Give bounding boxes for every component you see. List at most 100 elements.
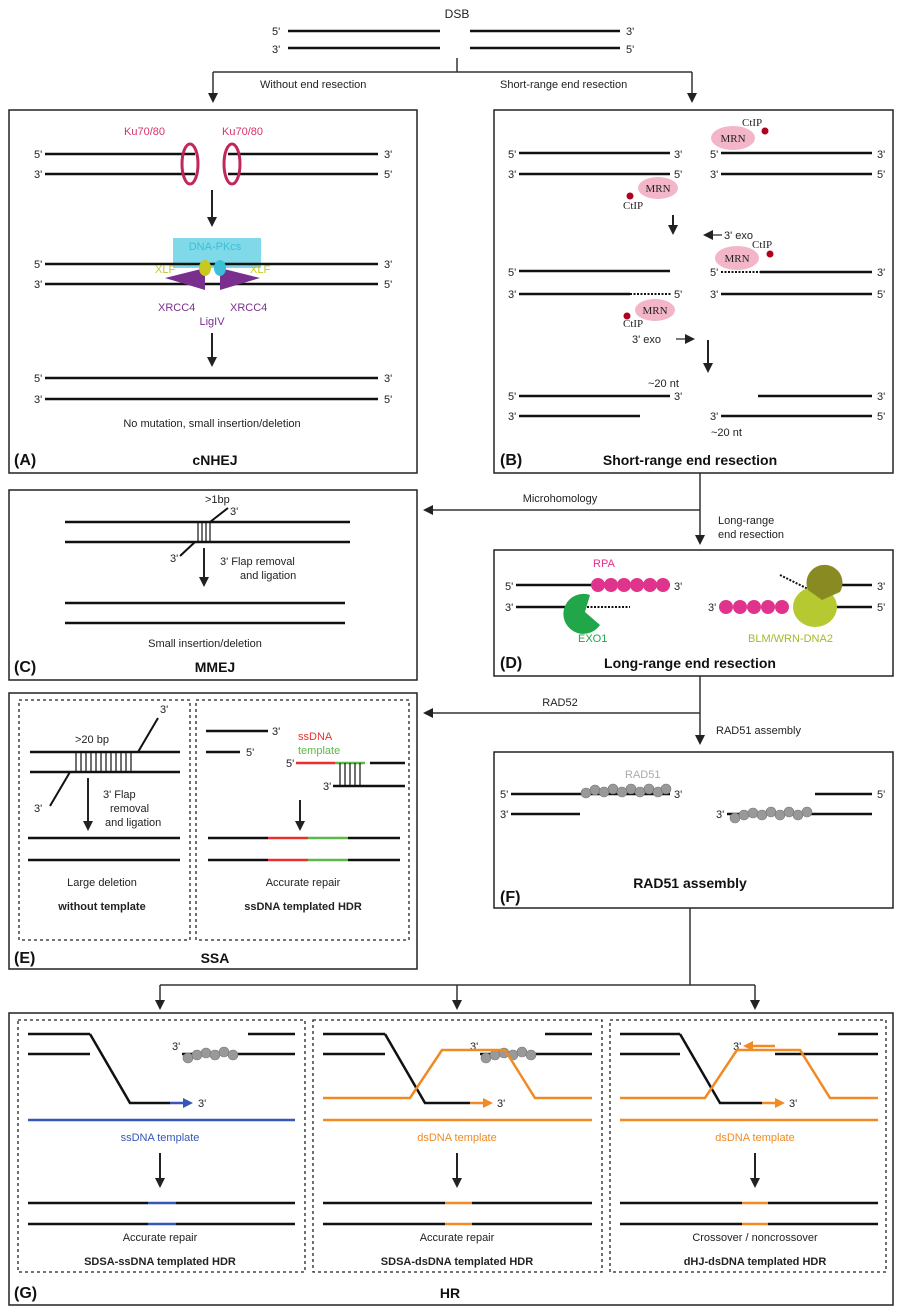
- svg-text:MMEJ: MMEJ: [195, 659, 235, 675]
- svg-text:3': 3': [508, 289, 516, 301]
- svg-text:Large deletion: Large deletion: [67, 877, 137, 889]
- xrcc4-left-shape: [165, 268, 205, 290]
- ku-ring-right: [222, 142, 242, 186]
- ku-ring-left: [180, 142, 200, 186]
- svg-text:SDSA-dsDNA templated HDR: SDSA-dsDNA templated HDR: [381, 1256, 533, 1268]
- svg-text:5': 5': [877, 289, 885, 301]
- svg-text:5': 5': [272, 26, 280, 38]
- svg-text:Accurate repair: Accurate repair: [266, 877, 341, 889]
- svg-text:3' Flap removal: 3' Flap removal: [220, 556, 295, 568]
- svg-text:~20 nt: ~20 nt: [711, 427, 742, 439]
- svg-text:BLM/WRN-DNA2: BLM/WRN-DNA2: [748, 633, 833, 645]
- svg-text:3': 3': [384, 149, 392, 161]
- svg-text:3': 3': [508, 411, 516, 423]
- svg-text:Accurate repair: Accurate repair: [123, 1232, 198, 1244]
- svg-text:3' Flap: 3' Flap: [103, 789, 136, 801]
- svg-text:5': 5': [34, 259, 42, 271]
- svg-text:dsDNA template: dsDNA template: [715, 1132, 794, 1144]
- panel-g: 3' 3' ssDNA template Accurate repair SDS…: [8, 1012, 894, 1306]
- svg-text:MRN: MRN: [642, 305, 667, 317]
- svg-text:5': 5': [877, 411, 885, 423]
- svg-text:3': 3': [170, 553, 178, 565]
- svg-text:3': 3': [789, 1098, 797, 1110]
- svg-text:3': 3': [34, 279, 42, 291]
- svg-text:(C): (C): [14, 659, 36, 676]
- svg-text:SDSA-ssDNA templated HDR: SDSA-ssDNA templated HDR: [84, 1256, 236, 1268]
- svg-text:3': 3': [877, 149, 885, 161]
- svg-text:5': 5': [710, 149, 718, 161]
- svg-text:3': 3': [470, 1041, 478, 1053]
- connector-bc: Microhomology Long-range end resection: [423, 473, 784, 545]
- svg-text:3': 3': [708, 602, 716, 614]
- exo1-shape: [563, 593, 600, 634]
- svg-text:5': 5': [505, 581, 513, 593]
- svg-text:without template: without template: [57, 901, 145, 913]
- svg-text:3': 3': [710, 411, 718, 423]
- dnapk-label: DNA-PKcs: [189, 241, 242, 253]
- svg-text:RAD51 assembly: RAD51 assembly: [633, 875, 747, 891]
- xrcc4-right-shape: [220, 268, 260, 290]
- svg-text:3': 3': [272, 44, 280, 56]
- svg-text:3': 3': [34, 169, 42, 181]
- svg-text:RAD51 assembly: RAD51 assembly: [716, 725, 801, 737]
- svg-text:3': 3': [674, 391, 682, 403]
- svg-text:5': 5': [384, 279, 392, 291]
- connector-fg: [155, 908, 760, 1010]
- svg-text:ssDNA templated HDR: ssDNA templated HDR: [244, 901, 362, 913]
- svg-text:dsDNA template: dsDNA template: [417, 1132, 496, 1144]
- top-dsb: DSB 5' 3' 3' 5' Without end resection Sh…: [208, 7, 697, 103]
- svg-text:5': 5': [384, 394, 392, 406]
- svg-text:3' exo: 3' exo: [724, 230, 753, 242]
- svg-text:5': 5': [674, 169, 682, 181]
- svg-text:RAD52: RAD52: [542, 697, 577, 709]
- svg-text:3': 3': [497, 1098, 505, 1110]
- svg-text:ssDNA template: ssDNA template: [121, 1132, 200, 1144]
- svg-text:3': 3': [508, 169, 516, 181]
- b-title: Short-range end resection: [603, 452, 777, 468]
- svg-text:>1bp: >1bp: [205, 494, 230, 506]
- svg-text:3': 3': [160, 704, 168, 716]
- svg-text:Accurate repair: Accurate repair: [420, 1232, 495, 1244]
- svg-text:5': 5': [877, 169, 885, 181]
- svg-text:3': 3': [877, 267, 885, 279]
- lig-label: LigIV: [199, 316, 225, 328]
- svg-text:CtIP: CtIP: [742, 117, 762, 129]
- svg-text:3': 3': [198, 1098, 206, 1110]
- svg-text:CtIP: CtIP: [623, 318, 643, 330]
- svg-text:RPA: RPA: [593, 558, 615, 570]
- svg-text:SSA: SSA: [201, 950, 230, 966]
- svg-text:5': 5': [246, 747, 254, 759]
- connector-de: RAD52 RAD51 assembly: [423, 676, 801, 745]
- svg-text:MRN: MRN: [724, 253, 749, 265]
- svg-text:5': 5': [34, 373, 42, 385]
- svg-text:EXO1: EXO1: [578, 633, 607, 645]
- ku-right-label: Ku70/80: [222, 126, 263, 138]
- panel-c: >1bp 3' 3' 3' Flap removal and ligation …: [8, 489, 418, 681]
- xlf-left-label: XLF: [155, 264, 175, 276]
- svg-text:3': 3': [733, 1041, 741, 1053]
- svg-text:3': 3': [272, 726, 280, 738]
- svg-text:>20 bp: >20 bp: [75, 734, 109, 746]
- svg-text:3': 3': [384, 373, 392, 385]
- svg-text:3': 3': [674, 581, 682, 593]
- svg-text:3': 3': [877, 581, 885, 593]
- svg-text:5': 5': [508, 267, 516, 279]
- a-outcome: No mutation, small insertion/deletion: [123, 418, 300, 430]
- svg-text:and ligation: and ligation: [105, 817, 161, 829]
- svg-text:5': 5': [508, 391, 516, 403]
- svg-text:CtIP: CtIP: [623, 200, 643, 212]
- svg-text:Long-range: Long-range: [718, 515, 774, 527]
- svg-text:5': 5': [34, 149, 42, 161]
- svg-text:Crossover / noncrossover: Crossover / noncrossover: [692, 1232, 818, 1244]
- svg-text:(G): (G): [14, 1285, 37, 1302]
- panel-b: 5' 3' 3' 5' MRN CtIP MRN CtIP 5' 3' 3' 5…: [493, 109, 894, 474]
- svg-text:3': 3': [674, 789, 682, 801]
- svg-text:5': 5': [877, 602, 885, 614]
- svg-text:5': 5': [500, 789, 508, 801]
- b-panel-letter: (B): [500, 452, 522, 469]
- svg-text:RAD51: RAD51: [625, 769, 660, 781]
- svg-text:3': 3': [716, 809, 724, 821]
- svg-text:3': 3': [34, 394, 42, 406]
- svg-text:5': 5': [626, 44, 634, 56]
- svg-text:and ligation: and ligation: [240, 570, 296, 582]
